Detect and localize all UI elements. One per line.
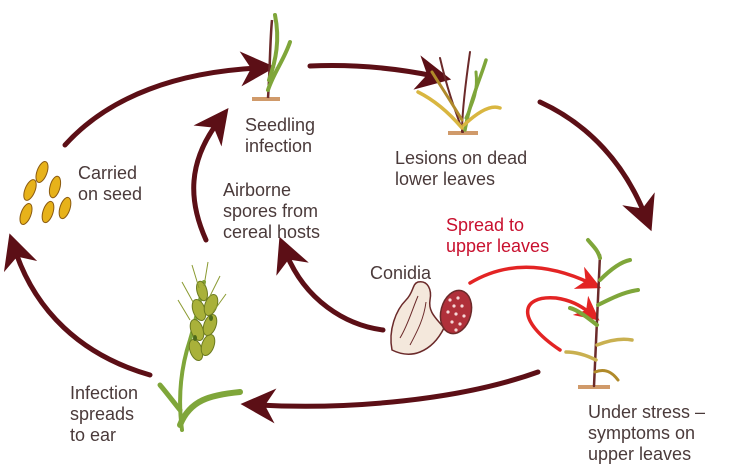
label-airborne-spores: Airborne spores from cereal hosts	[223, 180, 320, 243]
lesions-plant-icon	[418, 52, 500, 135]
wheat-ear-icon	[160, 262, 240, 430]
label-under-stress: Under stress – symptoms on upper leaves	[588, 402, 705, 465]
seed-icon	[18, 160, 74, 226]
stressed-plant-icon	[566, 240, 638, 389]
seedling-icon	[252, 15, 290, 101]
conidia-icon	[391, 282, 476, 354]
arrow-ear-to-seed	[15, 250, 150, 375]
arrow-conidia-to-upper-leaves	[470, 267, 590, 283]
label-seedling-infection: Seedling infection	[245, 115, 315, 157]
label-carried-on-seed: Carried on seed	[78, 163, 142, 205]
arrow-lower-to-upper-leaves	[528, 298, 590, 350]
arrow-seed-to-seedling	[65, 68, 258, 145]
arrow-conidia-to-airborne	[286, 253, 383, 330]
label-conidia: Conidia	[370, 263, 431, 284]
label-spread-to-upper-leaves: Spread to upper leaves	[446, 215, 549, 257]
arrow-lesions-to-stress	[540, 102, 645, 215]
arrow-stress-to-ear	[258, 372, 538, 406]
arrow-airborne-to-seedling	[194, 122, 218, 240]
label-spreads-to-ear: Infection spreads to ear	[70, 383, 138, 446]
arrow-seedling-to-lesions	[310, 65, 434, 76]
cycle-arrows	[15, 65, 645, 406]
label-lesions: Lesions on dead lower leaves	[395, 148, 527, 190]
